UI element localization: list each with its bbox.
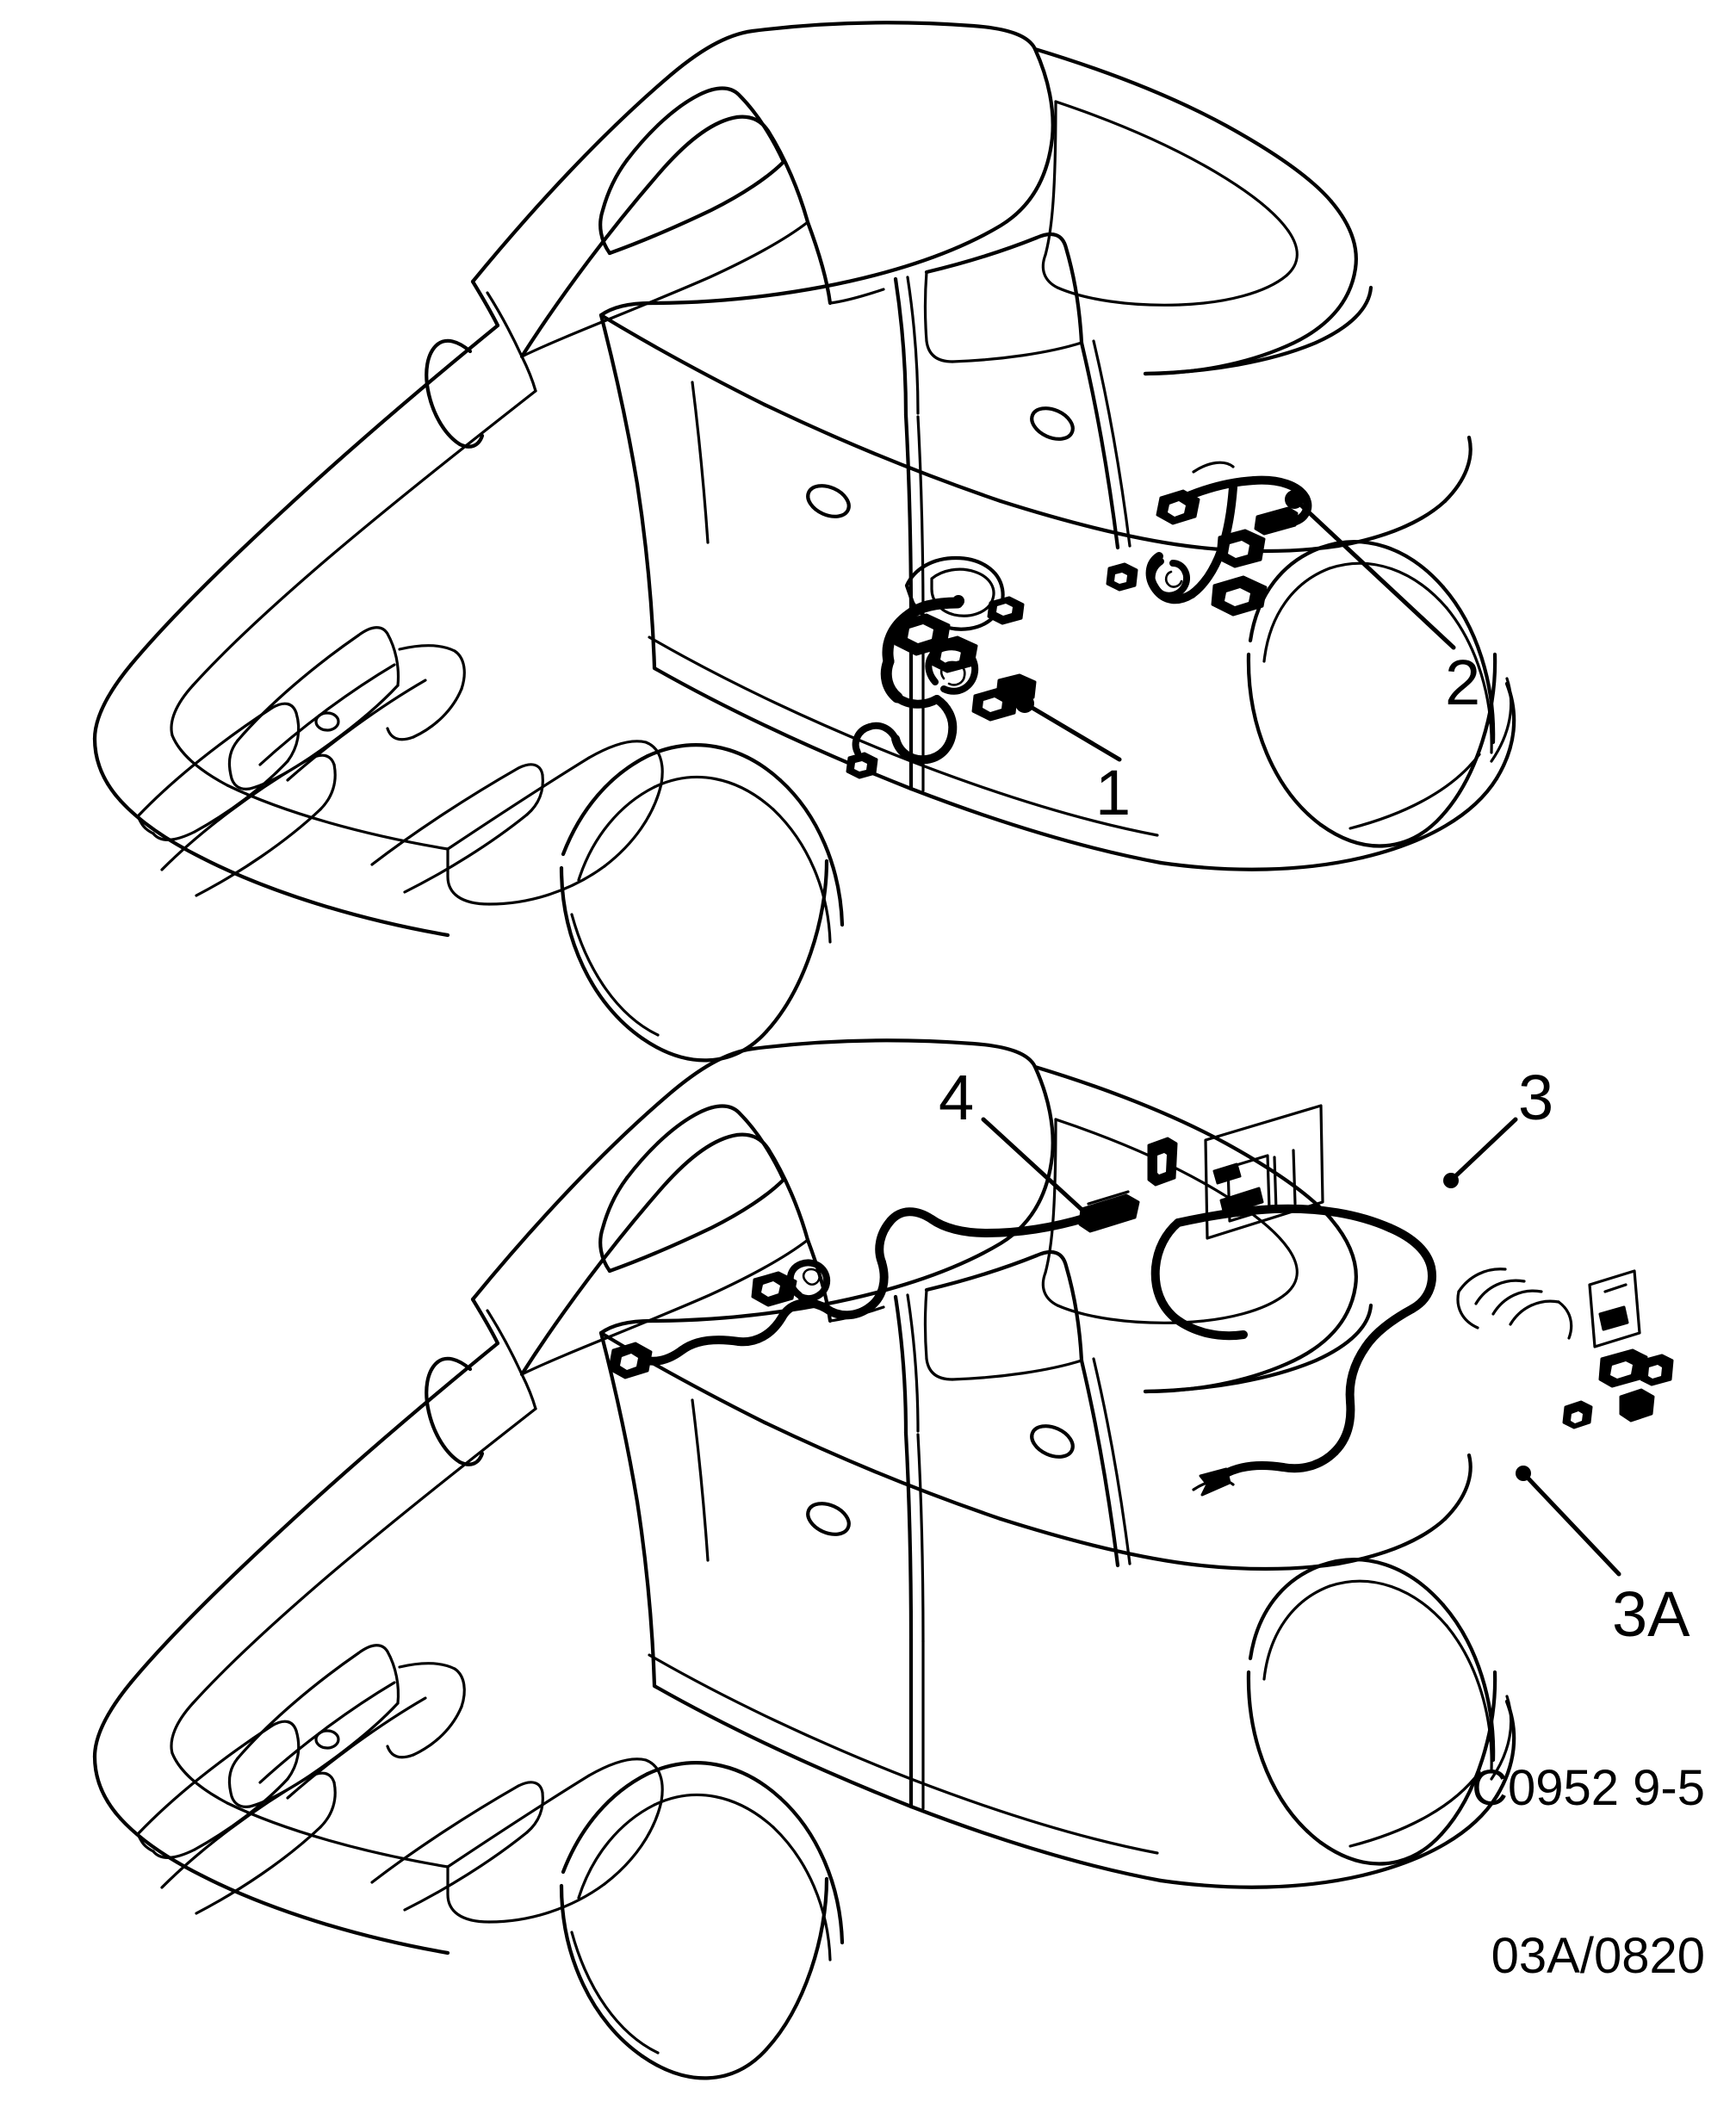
callout-3[interactable]: 3 [1518, 1062, 1554, 1133]
callout-3a[interactable]: 3A [1612, 1578, 1690, 1650]
caption-line-2: 03A/0820 [1491, 1928, 1705, 1985]
upper-leaders [1015, 490, 1456, 762]
caption-line-1: C0952 9-5 [1472, 1760, 1705, 1817]
lower-leaders [981, 1117, 1621, 1577]
roof-harness-graphic [608, 1190, 1140, 1379]
callout-4[interactable]: 4 [939, 1062, 975, 1133]
callout-2[interactable]: 2 [1445, 647, 1481, 718]
front-door-harness-graphic [846, 555, 1037, 779]
lower-vehicle-illustration [95, 1040, 1674, 2078]
rear-body-harness-graphic [1147, 1104, 1674, 1497]
sheet-caption: C0952 9-5 03A/0820 [1472, 1649, 1705, 2097]
callout-1[interactable]: 1 [1095, 757, 1132, 828]
upper-vehicle-illustration [95, 22, 1514, 1060]
rear-door-harness-graphic [1106, 475, 1312, 617]
